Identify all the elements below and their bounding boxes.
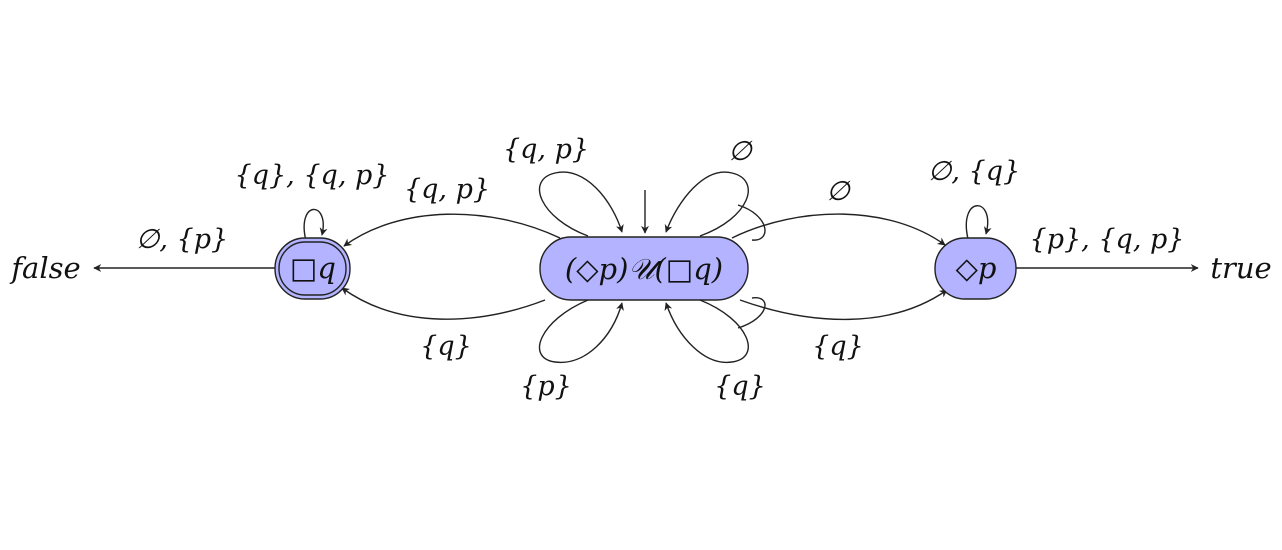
true-terminal: true: [1210, 251, 1271, 285]
center-loop-top-right: [664, 171, 749, 237]
label-right-self-loop: ∅, {q}: [928, 156, 1020, 187]
center-loop-top-left: [538, 171, 624, 237]
right-state-label: ◇p: [956, 251, 997, 285]
center-loop-bottom-left: [538, 299, 624, 364]
center-state: [539, 236, 749, 301]
edge-center-to-right-top: [731, 213, 946, 246]
label-center-loop-top-left: {q, p}: [503, 134, 589, 165]
label-center-to-left-bottom: {q}: [420, 331, 472, 362]
label-right-to-true: {p}, {q, p}: [1030, 224, 1185, 255]
left-state-label: □q: [290, 251, 336, 285]
label-center-to-right-top: ∅: [826, 176, 851, 207]
label-center-loop-bottom-right: {q}: [714, 371, 766, 402]
label-center-to-right-bottom: {q}: [812, 331, 864, 362]
right-self-loop: [965, 205, 992, 240]
label-left-self-loop: {q}, {q, p}: [235, 160, 390, 191]
center-arc-top-right: [737, 204, 766, 241]
center-state-label: (◇p)𝒰(□q): [565, 252, 723, 286]
left-state-inner: [278, 241, 347, 296]
center-loop-bottom-right: [664, 299, 749, 364]
label-center-loop-bottom-left: {p}: [520, 371, 572, 402]
label-center-to-left-top: {q, p}: [404, 174, 490, 205]
left-self-loop: [303, 208, 328, 242]
center-arc-bottom-right: [737, 297, 766, 329]
edge-center-to-left-bottom: [341, 287, 546, 320]
label-left-to-false: ∅, {p}: [136, 224, 228, 255]
label-center-loop-top-right: ∅: [728, 136, 753, 167]
edge-center-to-right-bottom: [739, 289, 948, 321]
edge-center-to-left-top: [343, 213, 561, 247]
false-terminal: false: [9, 251, 80, 285]
right-state: [934, 237, 1017, 300]
